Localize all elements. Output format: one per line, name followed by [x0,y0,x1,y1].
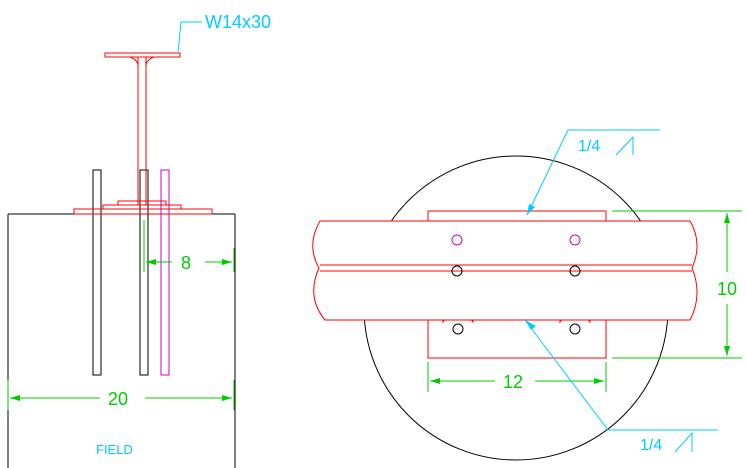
dimension-plate-width [427,362,607,392]
top-plate [427,210,607,222]
weld-callout-bottom [524,319,718,453]
field-label: FIELD [96,442,133,457]
bolt-hole-middle-right [569,265,581,277]
bolt-hole-magenta-left [451,234,463,246]
elevation-view: W14x30 8 20 FIE [7,12,271,468]
dimension-offset-label: 8 [181,253,191,273]
dimension-plate-height [612,210,742,359]
field-foundation [7,213,236,468]
anchor-rod-right [160,169,170,376]
bolt-hole-bottom-right [569,323,581,335]
beam-callout: W14x30 [177,12,271,54]
plan-view: 10 12 1/4 [312,129,742,461]
base-plate [73,204,213,215]
bolt-hole-magenta-right [569,234,581,246]
weld-callout-bottom-label: 1/4 [640,437,662,454]
dimension-width-label: 20 [108,389,128,409]
weld-callout-top-label: 1/4 [578,138,600,155]
w-beam-column [104,52,181,206]
dimension-width [7,380,235,410]
anchor-rod-middle [139,169,149,376]
bolt-hole-bottom-left [452,323,464,335]
dimension-plate-height-label: 10 [717,279,737,299]
guardrail-beam [312,220,698,321]
dimension-plate-width-label: 12 [503,372,523,392]
anchor-rod-left [92,169,102,376]
dimension-offset [143,220,235,272]
weld-callout-top [526,129,660,216]
bolt-hole-middle-left [451,265,463,277]
beam-label: W14x30 [205,12,271,32]
